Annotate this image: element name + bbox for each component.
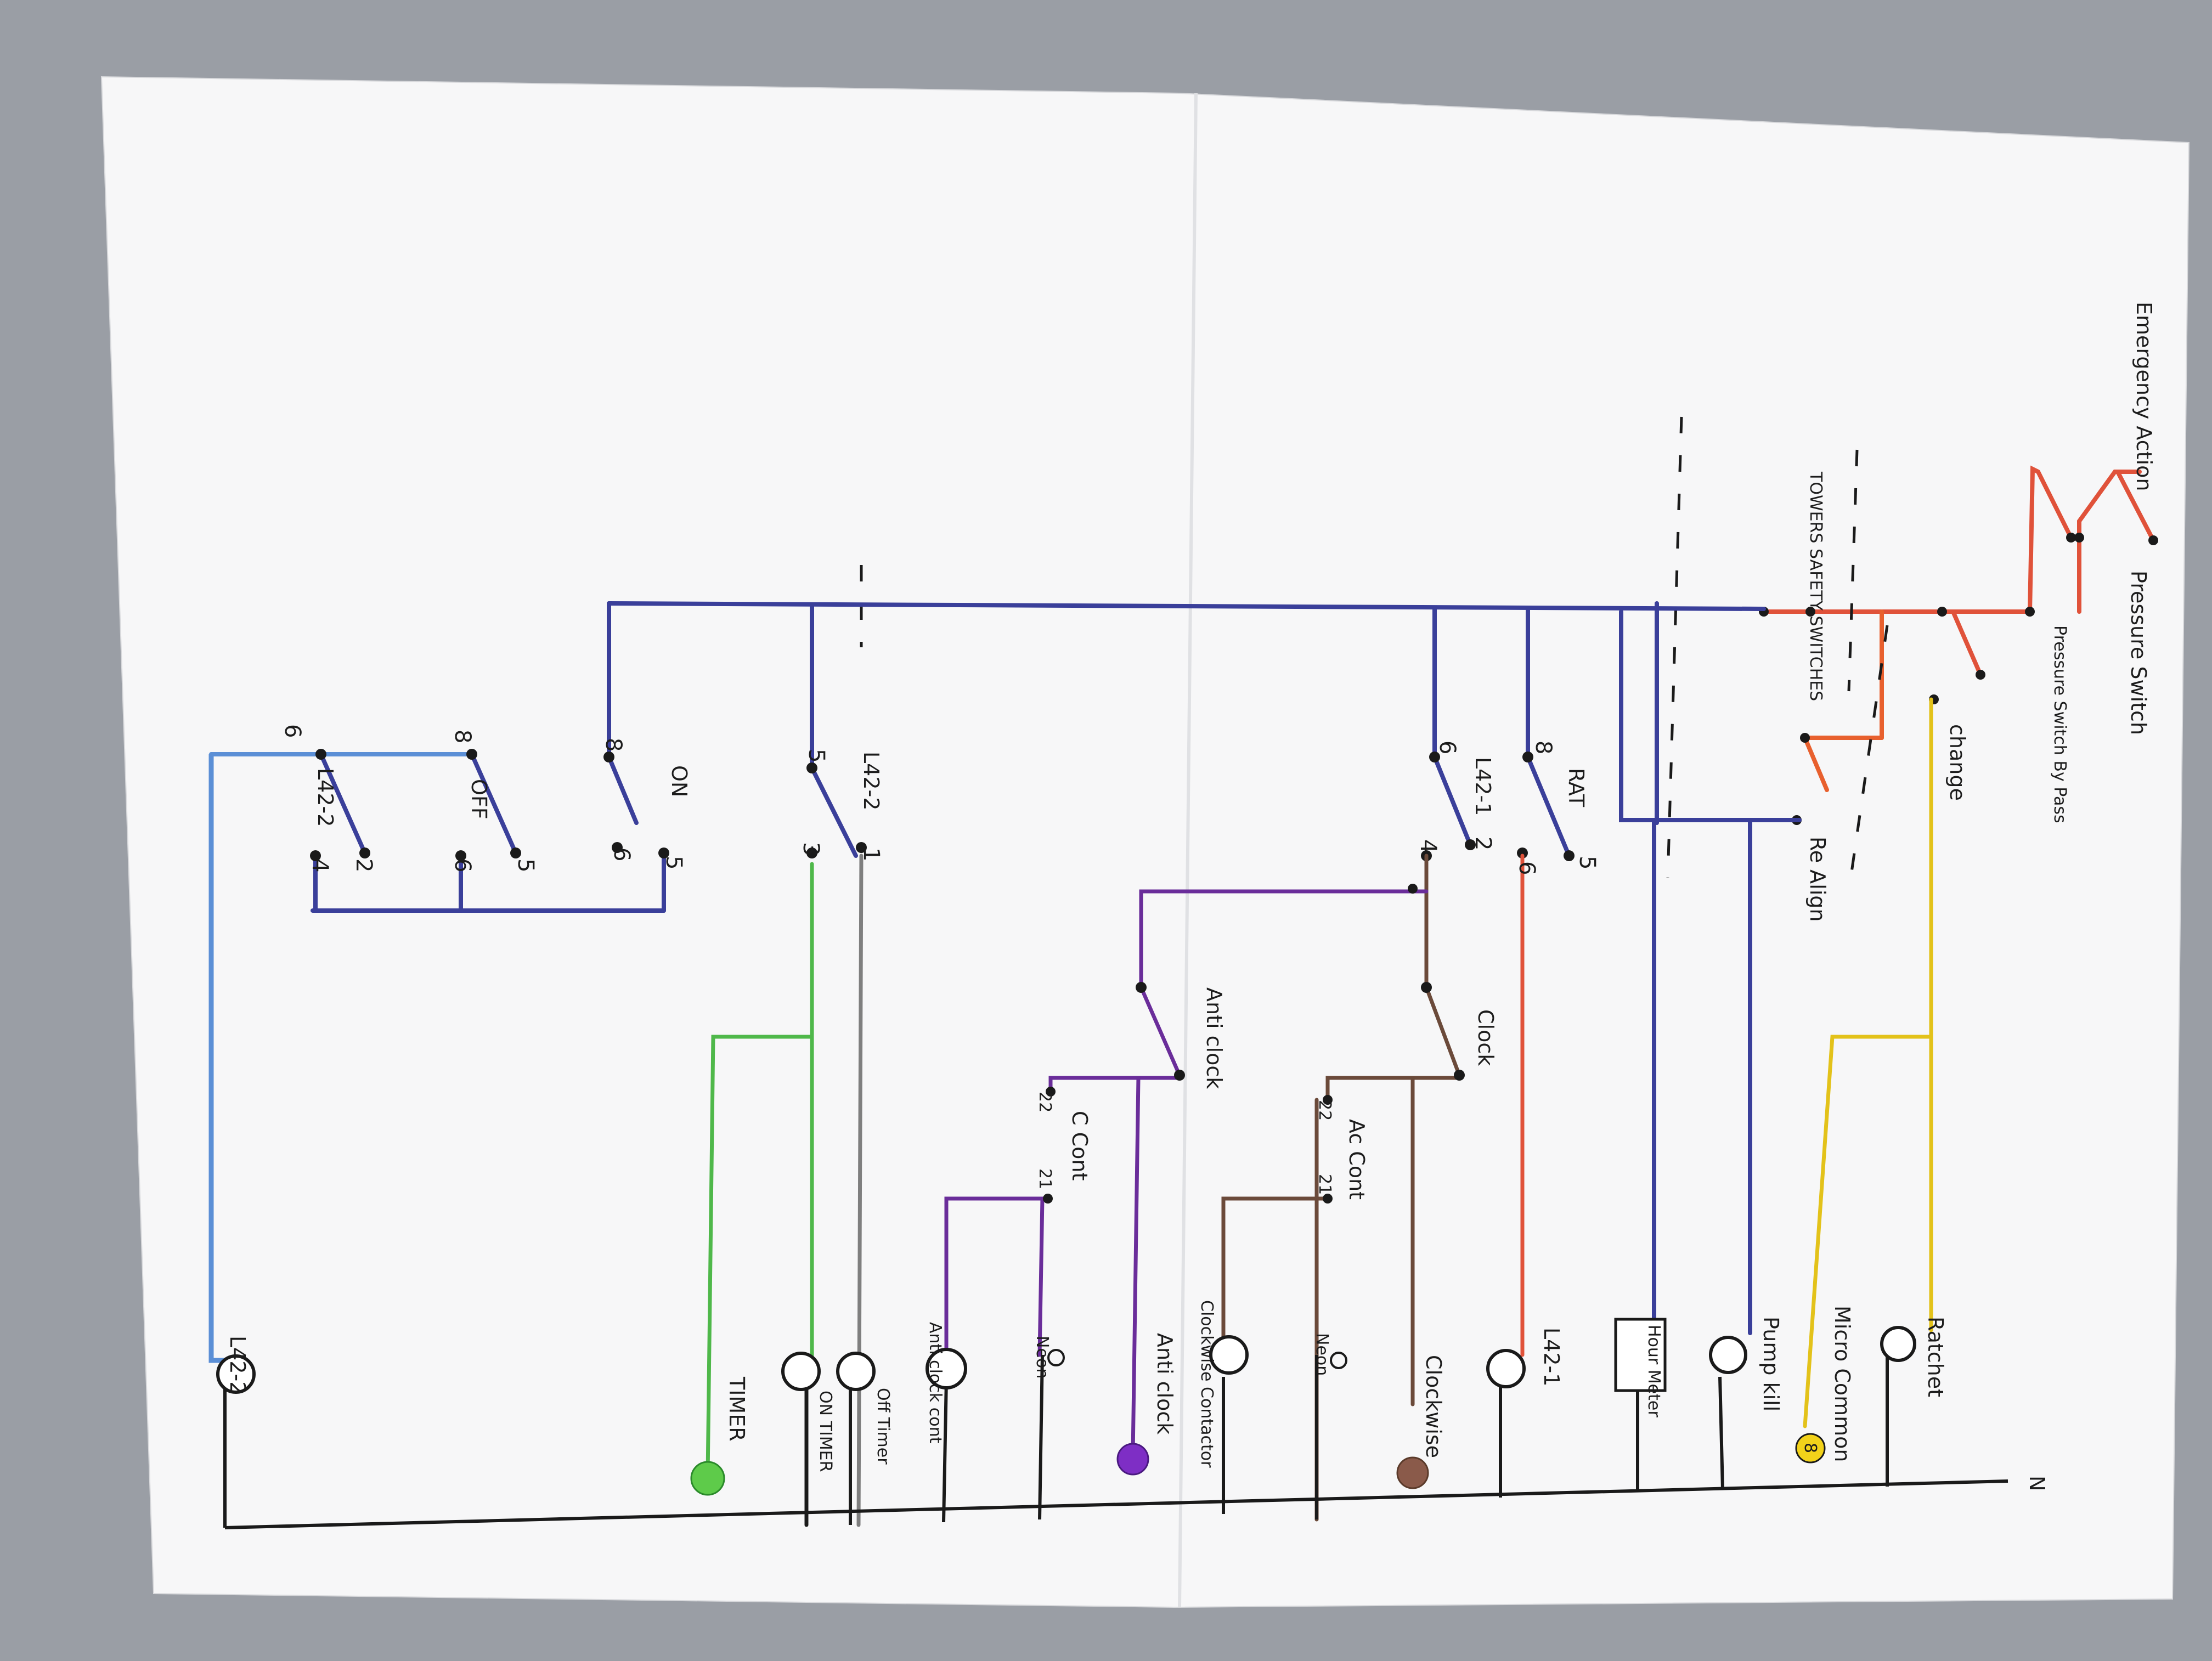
terminal-rat_5: 5 [1575, 856, 1600, 869]
terminal-on_6: 6 [609, 848, 634, 861]
off-timer-coil [836, 1352, 876, 1391]
neutral-bus [223, 1347, 2008, 1529]
anti-clock-lamp [1116, 1443, 1149, 1476]
terminal-ac_21: 21 [1315, 1174, 1334, 1195]
terminal-off_8: 8 [450, 730, 475, 743]
label-clockwise-contactor: Clockwise Contactor [1197, 1300, 1216, 1468]
ratchet-circuit [1803, 697, 1933, 1428]
terminal-rat_6: 6 [1514, 861, 1539, 875]
anti-clock-cont-coil [926, 1348, 967, 1389]
timer-circuit [706, 854, 864, 1527]
label-off-timer: Off Timer [873, 1388, 893, 1465]
terminal-l422_5: 5 [804, 749, 829, 762]
clockwise-contactor-coil [1209, 1335, 1249, 1375]
neon-1-icon [1330, 1352, 1347, 1369]
text-labels: Emergency Action Pressure Switch Pressur… [225, 302, 2156, 1491]
hour-meter-box [1614, 1318, 1667, 1392]
terminal-l421_6: 6 [1435, 741, 1460, 754]
label-on: ON [667, 765, 691, 797]
switch-dots [310, 749, 1575, 861]
label-clock: Clock [1474, 1009, 1498, 1066]
ratchet-coil [1880, 1326, 1916, 1362]
terminal-low_6: 6 [280, 724, 305, 738]
terminal-l421_4: 4 [1415, 839, 1441, 853]
label-neon-2: Neon [1032, 1336, 1052, 1378]
label-anti-clock-coil: Anti clock [1153, 1333, 1177, 1434]
label-emergency: Emergency Action [2132, 302, 2156, 491]
clock-dots [1043, 884, 1465, 1204]
on-off-circuit [209, 752, 666, 913]
label-on-timer: ON TIMER [816, 1391, 835, 1472]
terminal-rat_8: 8 [1531, 741, 1556, 754]
paper-sheet [100, 76, 2190, 1608]
terminal-low_4: 4 [307, 858, 332, 872]
l42-2-feed [208, 754, 225, 1363]
terminal-c_21: 21 [1035, 1168, 1054, 1189]
tower-safety-dashes [860, 416, 1889, 878]
terminal-l421_2: 2 [1470, 837, 1496, 850]
label-re-align: Re Align [1805, 837, 1830, 922]
coil-symbols [216, 1326, 1916, 1394]
label-timer: TIMER [725, 1376, 749, 1442]
paper-fold [1178, 93, 1198, 1608]
label-clockwise: Clockwise [1421, 1355, 1446, 1458]
label-ac-cont: Ac Cont [1345, 1119, 1369, 1200]
terminal-on_8: 8 [601, 738, 626, 752]
label-towers: TOWERS SAFETY SWITCHES [1806, 471, 1825, 701]
terminal-ac_22: 22 [1315, 1100, 1334, 1121]
label-micro-common: Micro Common [1830, 1306, 1854, 1462]
label-pump-kill: Pump kill [1759, 1317, 1783, 1411]
label-neutral: N [2025, 1476, 2049, 1491]
terminal-on_5: 5 [661, 856, 686, 869]
label-ratchet: Ratchet [1923, 1317, 1948, 1397]
pump-kill-coil [1709, 1336, 1747, 1374]
label-anti-clock-cont: Anti clock cont [926, 1322, 945, 1444]
label-l42-2-coil: L42-2 [225, 1336, 250, 1394]
emergency-dots [1759, 533, 2158, 825]
label-anti-clock: Anti clock [1202, 987, 1226, 1089]
l42-2-coil [216, 1354, 256, 1394]
terminal-l422_1: 1 [859, 848, 884, 861]
label-micro-num: 8 [1801, 1443, 1820, 1453]
label-pressure-bypass: Pressure Switch By Pass [2050, 625, 2069, 823]
label-neon-1: Neon [1312, 1333, 1331, 1376]
label-l42-1-coil: L42-1 [1539, 1327, 1564, 1386]
timer-lamp [690, 1461, 725, 1496]
terminal-off_5: 5 [513, 858, 538, 872]
label-l42-1-switch: L42-1 [1471, 757, 1495, 816]
terminal-l422_3: 3 [798, 842, 823, 856]
label-pressure-switch: Pressure Switch [2126, 570, 2151, 735]
terminal-c_22: 22 [1035, 1092, 1054, 1112]
terminal-off_6: 6 [450, 858, 475, 872]
label-off: OFF [467, 779, 491, 820]
terminal-low_2: 2 [351, 858, 376, 872]
label-change: change [1945, 724, 1970, 801]
neon-2-icon [1047, 1349, 1065, 1366]
on-timer-coil [781, 1352, 821, 1391]
terminal-numbers: 8 5 6 6 2 4 22 21 22 21 5 3 1 8 6 5 8 6 … [280, 724, 1600, 1195]
label-l42-2-lower: L42-2 [313, 768, 337, 827]
micro-common-lamp [1795, 1433, 1826, 1464]
clockwise-lamp [1396, 1456, 1429, 1489]
l42-1-coil [1486, 1349, 1526, 1388]
blue-bus [607, 601, 1802, 1335]
label-hour-meter: Hour Meter [1644, 1325, 1663, 1417]
label-c-cont: C Cont [1068, 1111, 1092, 1180]
label-rat: RAT [1564, 768, 1588, 807]
label-l42-2-switch: L42-2 [859, 752, 883, 810]
